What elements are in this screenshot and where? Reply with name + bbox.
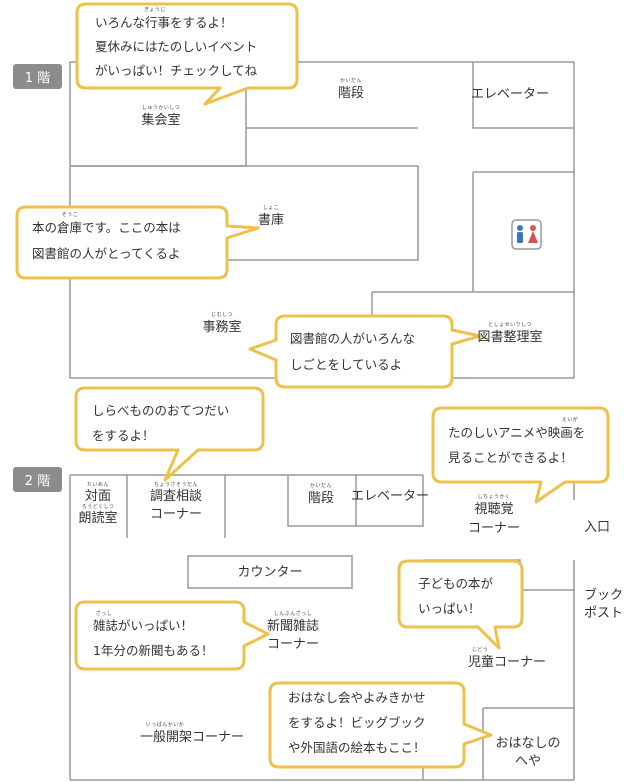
- restroom-icon: [511, 219, 542, 250]
- stack-room-label: 書庫: [257, 213, 285, 228]
- elevator-1f-label: エレベーター: [470, 87, 550, 102]
- magazines-bubble-ruby: ざっし: [95, 611, 113, 617]
- processing-room-ruby: としょせいりしつ: [488, 322, 532, 328]
- office-label: 事務室: [202, 320, 242, 335]
- storytime-bubble-line-2: をするよ！ビッグブック: [288, 715, 426, 730]
- counter-rect: [187, 555, 353, 589]
- events-bubble-ruby: ぎょうじ: [144, 7, 166, 13]
- children-bubble-line-1: 子どもの本が: [418, 576, 494, 591]
- reference-bubble-line-2: をするよ！: [92, 428, 155, 443]
- av-corner-label-2: コーナー: [467, 521, 521, 536]
- events-bubble-line-2: 夏休みにはたのしいイベント: [95, 39, 258, 54]
- av-bubble-shape: [431, 406, 610, 504]
- newspaper-label-1: 新聞雑誌: [266, 619, 320, 634]
- av-bubble-line-1: たのしいアニメや映画を: [448, 425, 586, 440]
- stairs-2f-wall: [287, 475, 424, 527]
- restroom-wall: [472, 171, 574, 292]
- stairs-1f-label: 階段: [337, 86, 365, 101]
- story-room-wall: [482, 707, 574, 780]
- floor-badge-1f: 1 階: [13, 64, 62, 89]
- reference-label-2: コーナー: [149, 507, 203, 522]
- stairs-1f-ruby: かいだん: [339, 78, 363, 84]
- stack-bubble-ruby: そうこ: [61, 212, 79, 218]
- story-room-label-1: おはなしの: [495, 736, 561, 751]
- events-bubble-line-3: がいっぱい！チェックしてね: [95, 63, 258, 78]
- office-bubble-line-1: 図書館の人がいろんな: [290, 331, 416, 346]
- magazines-bubble-line-2: 1年分の新聞もある！: [93, 643, 214, 658]
- office-bubble-line-2: しごとをしているよ: [290, 357, 403, 372]
- reference-label-1: 調査相談: [149, 489, 203, 504]
- office-ruby: じむしつ: [211, 312, 233, 318]
- stairs-2f-ruby: かいだん: [309, 483, 333, 489]
- facing-room-label-2: 朗読室: [78, 511, 118, 526]
- av-corner-label-1: 視聴覚: [474, 502, 514, 517]
- reference-ruby: ちょうさそうだん: [153, 482, 199, 488]
- stack-room-ruby: しょこ: [262, 205, 280, 211]
- general-ruby: いっぱんかいか: [145, 722, 185, 728]
- children-bubble-line-2: いっぱい！: [418, 601, 481, 616]
- stack-bubble-line-2: 図書館の人がとってくるよ: [32, 246, 181, 261]
- newspaper-label-2: コーナー: [266, 637, 320, 652]
- storytime-bubble-shape: [268, 681, 493, 769]
- elevator-1f-wall: [472, 62, 574, 129]
- children-ruby: じどう: [471, 647, 489, 653]
- children-label: 児童コーナー: [467, 655, 547, 670]
- stairs-2f-label: 階段: [307, 491, 335, 506]
- av-bubble-ruby: えいが: [561, 417, 579, 423]
- storytime-bubble-line-1: おはなし会やよみきかせ: [288, 690, 426, 705]
- general-label: 一般開架コーナー: [139, 730, 245, 745]
- events-bubble-line-1: いろんな行事をするよ！: [95, 15, 233, 30]
- stack-bubble-shape: [15, 205, 260, 280]
- stack-bubble-line-1: 本の倉庫です。ここの本は: [32, 220, 181, 235]
- facing-room-ruby-2: ろうどくしつ: [81, 504, 115, 510]
- counter-label: カウンター: [237, 565, 303, 580]
- meeting-room-label: 集会室: [141, 113, 181, 128]
- reference-bubble-line-1: しらべもののおてつだい: [92, 403, 230, 418]
- magazines-bubble-line-1: 雑誌がいっぱい！: [93, 618, 194, 633]
- storytime-bubble-line-3: や外国語の絵本もここ！: [288, 740, 426, 755]
- magazines-bubble-shape: [74, 600, 270, 671]
- children-bubble-shape: [397, 559, 524, 650]
- reference-bubble-shape: [74, 386, 265, 482]
- facing-room-label-1: 対面: [84, 489, 112, 504]
- av-corner-ruby: しちょうかく: [477, 494, 511, 500]
- meeting-room-ruby: しゅうかいしつ: [141, 105, 181, 111]
- book-post-label-2: ポスト: [584, 606, 624, 621]
- book-post-label-1: ブック: [584, 588, 624, 603]
- newspaper-ruby: しんぶんざっし: [273, 611, 313, 617]
- second-floor-outline: [69, 474, 575, 781]
- processing-room-label: 図書整理室: [477, 330, 543, 345]
- av-bubble-line-2: 見ることができるよ！: [448, 450, 573, 465]
- office-bubble-shape: [248, 314, 482, 389]
- floor-badge-2f: 2 階: [13, 467, 62, 492]
- events-bubble-shape: [75, 2, 299, 106]
- story-room-label-2: へや: [514, 754, 542, 769]
- entrance-label: 入口: [583, 520, 611, 535]
- facing-room-ruby-1: たいめん: [86, 482, 110, 488]
- elevator-2f-label: エレベーター: [350, 489, 430, 504]
- stack-room-wall: [70, 165, 419, 261]
